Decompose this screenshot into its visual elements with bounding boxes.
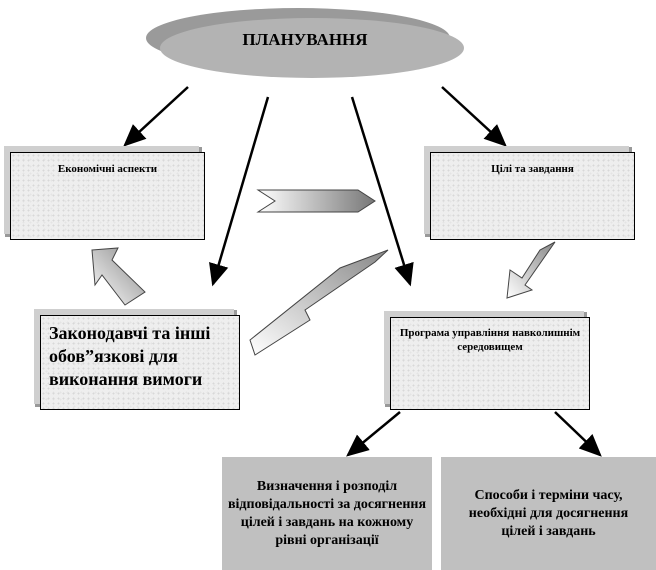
program-box: Програма управління навколишнім середови… — [390, 317, 590, 410]
lightning-arrow — [249, 249, 389, 356]
legal-requirements-box: Законодавчі та інші обов”язкові для вико… — [40, 315, 240, 410]
arrow-to-economic — [123, 86, 189, 147]
economic-aspects-box: Економічні аспекти — [10, 152, 205, 240]
arrow-down-left — [506, 241, 556, 299]
arrow-to-program — [350, 96, 414, 287]
arrow-to-legal — [209, 96, 270, 287]
chevron-arrow-right — [256, 189, 376, 213]
methods-box: Способи і терміни часу, необхідні для до… — [441, 457, 656, 570]
responsibility-box: Визначення і розподіл відповідальності з… — [222, 457, 432, 570]
goals-box: Цілі та завдання — [430, 152, 635, 240]
planning-ellipse — [160, 18, 464, 78]
arrow-to-methods — [554, 411, 602, 457]
arrow-up-left — [91, 247, 146, 306]
planning-title: ПЛАНУВАННЯ — [242, 30, 368, 49]
arrow-to-responsibility — [346, 411, 401, 457]
arrow-to-goals — [441, 86, 507, 147]
